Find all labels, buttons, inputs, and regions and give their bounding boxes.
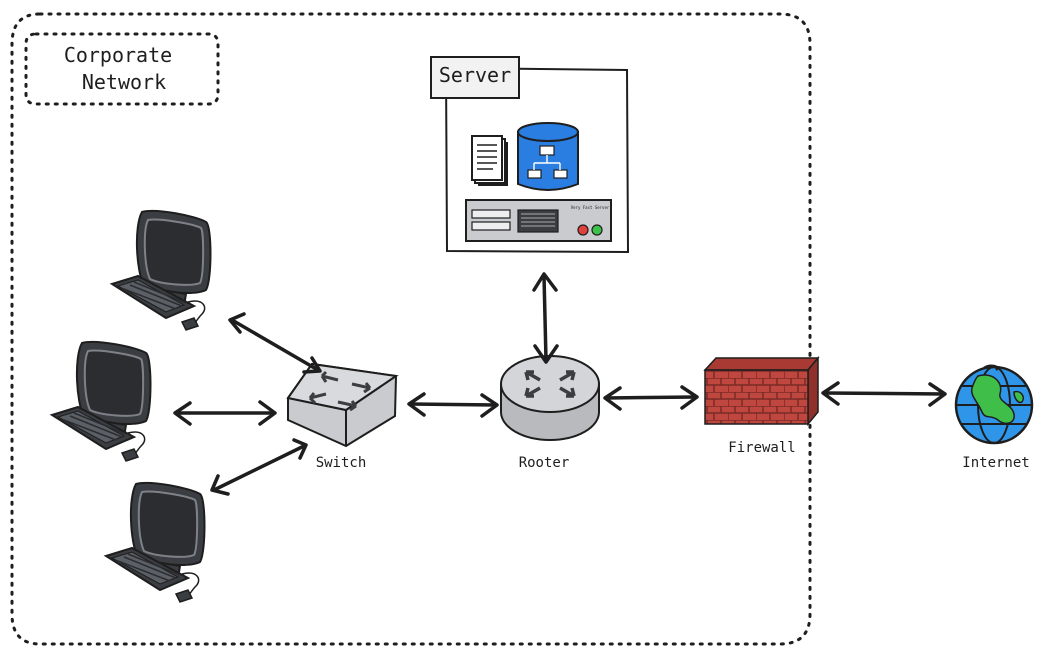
firewall-label: Firewall bbox=[728, 440, 795, 456]
internet-label: Internet bbox=[962, 455, 1029, 471]
corporate-network-label-line1: Corporate bbox=[64, 43, 172, 67]
database-icon bbox=[517, 122, 579, 191]
computer-icon bbox=[105, 481, 206, 603]
corporate-network-label-box bbox=[24, 32, 220, 106]
documents-icon bbox=[471, 135, 508, 186]
corporate-network-label-line2: Network bbox=[82, 70, 166, 94]
computer-icon bbox=[51, 340, 152, 462]
firewall-icon bbox=[703, 355, 820, 427]
link-computer2-switch bbox=[173, 400, 277, 426]
computer-icon bbox=[111, 209, 212, 331]
server-icon bbox=[430, 56, 630, 254]
corporate-network-boundary bbox=[10, 12, 812, 646]
server-unit-label: Very Fast Server bbox=[571, 205, 610, 210]
router-label: Rooter bbox=[519, 455, 570, 471]
link-switch-router bbox=[407, 392, 499, 418]
globe-icon bbox=[954, 364, 1034, 445]
link-router-firewall bbox=[603, 385, 699, 411]
router-icon bbox=[500, 355, 600, 441]
link-firewall-internet bbox=[821, 381, 947, 407]
switch-label: Switch bbox=[316, 455, 367, 471]
link-computer3-switch bbox=[210, 438, 308, 496]
link-server-router bbox=[532, 272, 559, 364]
link-computer1-switch bbox=[228, 312, 322, 374]
server-title: Server bbox=[439, 63, 511, 87]
switch-icon bbox=[286, 362, 399, 448]
